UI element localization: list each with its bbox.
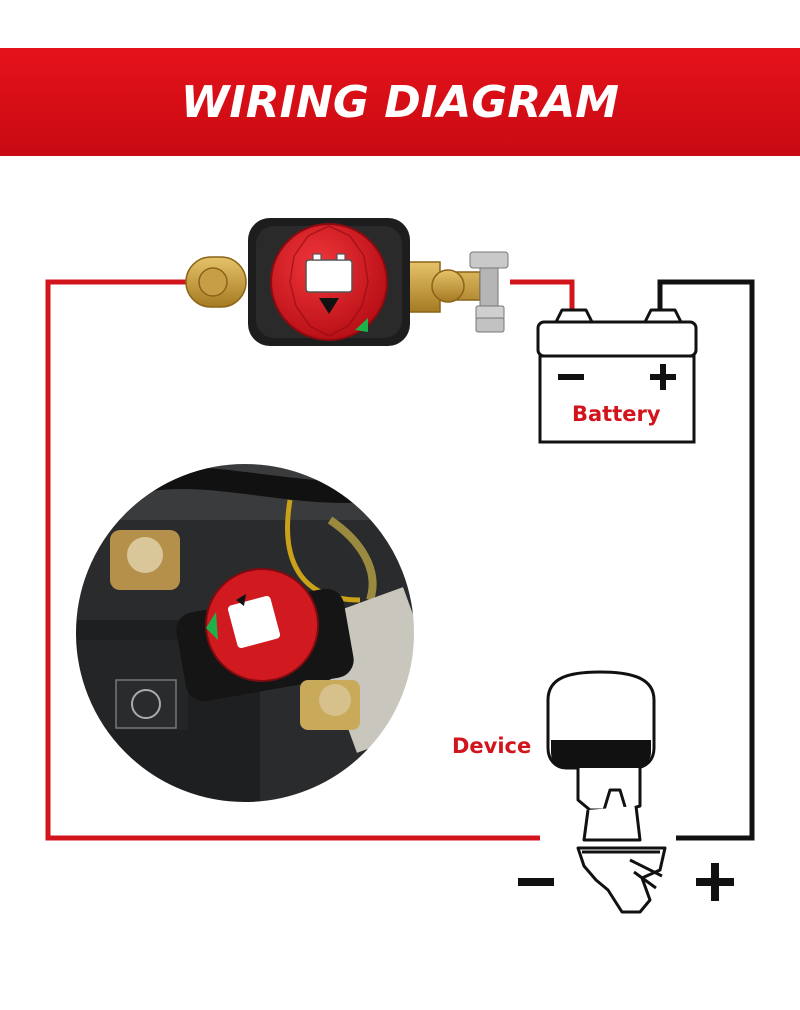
battery-icon xyxy=(536,308,698,444)
switch-to-battery-wire xyxy=(510,279,575,318)
installation-photo xyxy=(75,463,415,803)
negative-wire xyxy=(45,279,540,841)
outboard-motor-icon xyxy=(518,670,734,914)
header-banner: WIRING DIAGRAM xyxy=(0,48,800,156)
photo-frame xyxy=(74,462,416,804)
positive-wire xyxy=(657,279,755,841)
battery-switch-icon xyxy=(185,218,509,346)
page-title: WIRING DIAGRAM xyxy=(180,76,620,128)
battery-label: Battery xyxy=(572,402,661,426)
device-label: Device xyxy=(452,734,532,758)
